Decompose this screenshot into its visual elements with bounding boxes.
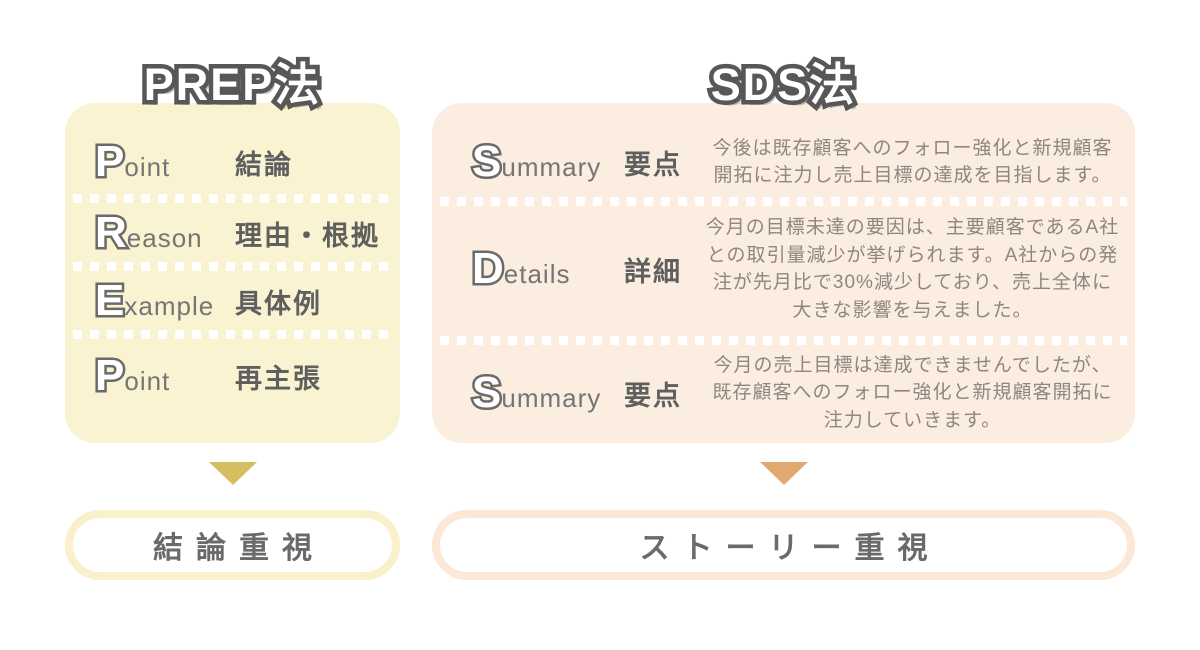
sds-summary1-rest: ummary xyxy=(501,152,602,182)
dotted-separator xyxy=(73,330,392,339)
prep-down-arrow-icon xyxy=(208,462,257,485)
prep-example-term: 具体例 xyxy=(235,288,322,319)
sds-details-desc: 今月の目標未達の要因は、主要顧客であるA社との取引量減少が挙げられます。A社から… xyxy=(705,217,1120,321)
sds-summary1-term: 要点 xyxy=(624,149,682,180)
sds-details-term: 詳細 xyxy=(624,256,682,287)
sds-result-pill: ストーリー重視 xyxy=(432,510,1135,580)
sds-result-label: ストーリー重視 xyxy=(639,532,941,565)
sds-summary2-desc: 今月の売上目標は達成できませんでしたが、既存顧客へのフォロー強化と新規顧客開拓に… xyxy=(712,354,1113,431)
prep-reason-term: 理由・根拠 xyxy=(235,220,380,251)
prep-reason-rest: eason xyxy=(126,223,203,253)
prep-title-outline: PREP法 xyxy=(139,55,324,115)
sds-summary2-rest: ummary xyxy=(501,383,602,413)
prep-point2-term: 再主張 xyxy=(235,363,322,394)
prep-result-pill: 結論重視 xyxy=(65,510,400,580)
sds-details-rest: etails xyxy=(503,259,571,289)
prep-point1-rest: oint xyxy=(124,152,171,182)
prep-result-label: 結論重視 xyxy=(153,532,325,565)
sds-down-arrow-icon xyxy=(759,462,808,485)
sds-title-outline: SDS法 xyxy=(706,55,859,115)
dotted-separator xyxy=(440,197,1127,206)
dotted-separator xyxy=(73,194,392,203)
sds-summary2-term: 要点 xyxy=(624,380,682,411)
prep-title-text: PREP法 xyxy=(143,59,322,110)
prep-point2-rest: oint xyxy=(124,366,171,396)
dotted-separator xyxy=(73,262,392,271)
prep-example-rest: xample xyxy=(124,291,215,321)
sds-summary1-desc: 今後は既存顧客へのフォロー強化と新規顧客開拓に注力し売上目標の達成を目指します。 xyxy=(712,137,1113,187)
dotted-separator xyxy=(440,336,1127,345)
prep-point1-term: 結論 xyxy=(235,149,293,180)
sds-title-text: SDS法 xyxy=(710,59,857,110)
